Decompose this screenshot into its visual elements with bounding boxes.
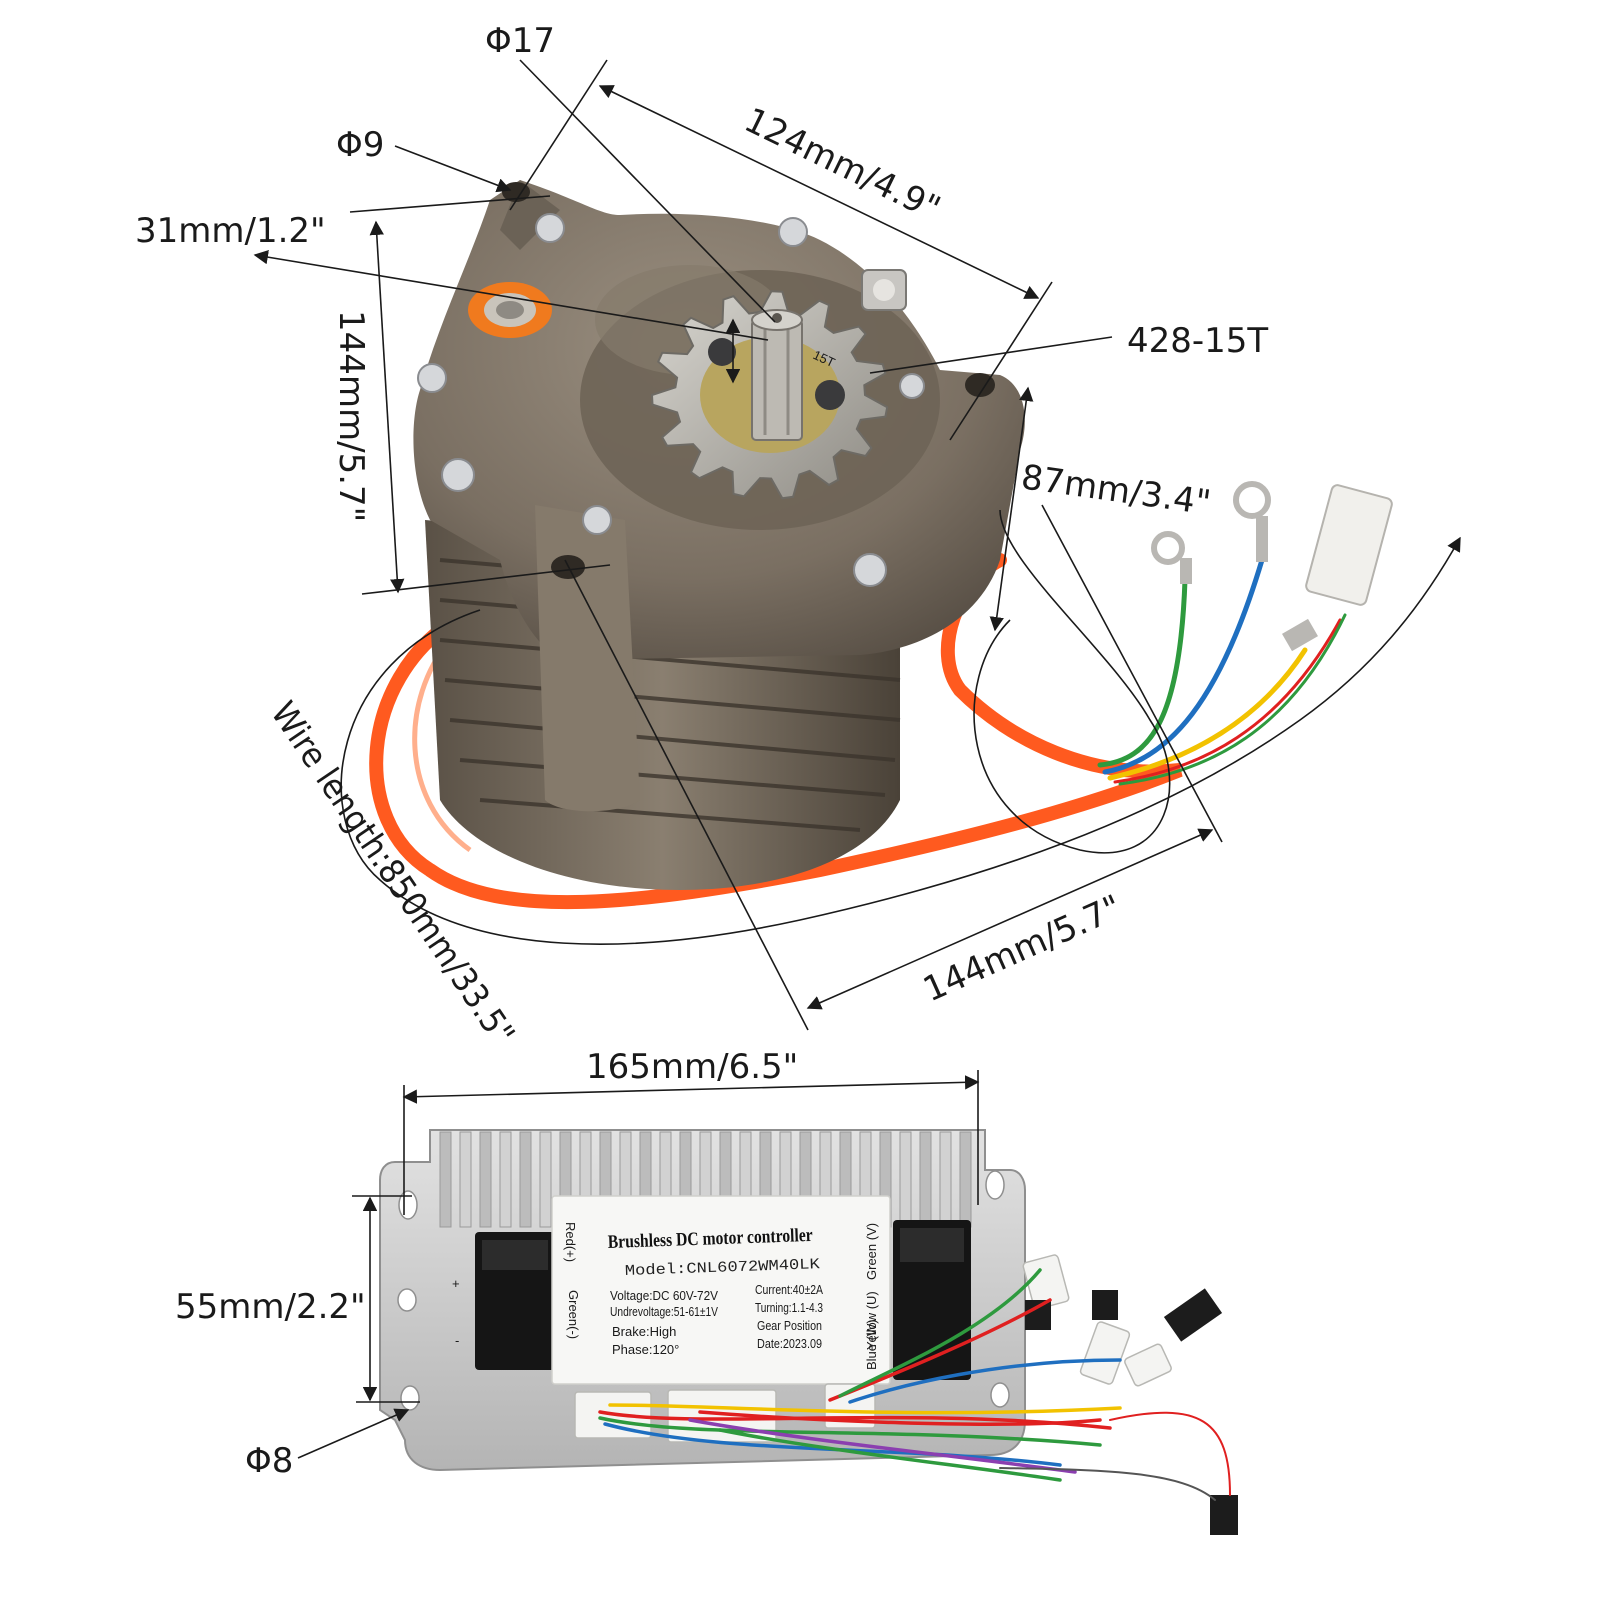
ext-line-bottom-hole xyxy=(361,564,611,595)
ext-line-31-top xyxy=(349,195,551,213)
wire-length-curve xyxy=(340,536,1461,945)
spec-turning: Turning:1.1-4.3 xyxy=(755,1300,823,1315)
label-blue-w: Blue (W) xyxy=(864,1319,879,1370)
label-width-bottom: 144mm/5.7" xyxy=(917,887,1127,1010)
controller: + - Brushless DC motor controller Model:… xyxy=(379,1129,1238,1535)
label-controller-length: 165mm/6.5" xyxy=(586,1047,798,1087)
dim-line-height xyxy=(369,220,405,594)
label-depth: 87mm/3.4" xyxy=(1019,457,1213,523)
label-offset: 31mm/1.2" xyxy=(135,211,326,251)
spec-undervoltage: Undrevoltage:51-61±1V xyxy=(610,1304,718,1319)
spec-date: Date:2023.09 xyxy=(757,1336,822,1351)
controller-wires xyxy=(598,1268,1231,1501)
bolt-icon xyxy=(441,458,475,492)
spec-brake: Brake:High xyxy=(612,1324,676,1339)
label-hole-spacing: 55mm/2.2" xyxy=(175,1287,366,1327)
dimension-lines xyxy=(253,59,1461,1459)
label-red-plus: Red(+) xyxy=(563,1222,578,1262)
ext-line-right xyxy=(949,281,1053,441)
label-width-top: 124mm/4.9" xyxy=(738,100,946,229)
heatsink-fin xyxy=(899,1131,912,1228)
ring-terminal-icon xyxy=(1233,481,1271,519)
bolt-icon xyxy=(535,213,565,243)
label-shaft-dia: Φ17 xyxy=(485,21,555,61)
svg-text:-: - xyxy=(455,1333,459,1348)
hall-connector xyxy=(861,269,907,311)
bolt-icon xyxy=(853,553,887,587)
bolt-icon xyxy=(778,217,808,247)
spec-gear: Gear Position xyxy=(757,1318,822,1333)
controller-model: Model:CNL6072WM40LK xyxy=(625,1256,820,1280)
mount-hole-icon xyxy=(400,1385,420,1411)
ring-terminal-icon xyxy=(1151,531,1185,565)
leader-ctrl-hole xyxy=(297,1408,410,1459)
heatsink-fin xyxy=(919,1131,932,1228)
output-shaft xyxy=(751,309,803,441)
mounting-leg xyxy=(535,505,640,812)
connector-plug-icon xyxy=(1305,484,1393,606)
dim-line-31 xyxy=(253,250,769,341)
spec-phase: Phase:120° xyxy=(612,1342,679,1357)
heatsink-fin xyxy=(939,1131,952,1228)
dim-line-124 xyxy=(598,85,1040,299)
mount-hole-icon xyxy=(985,1170,1005,1200)
controller-label-sticker xyxy=(551,1195,891,1385)
dim-line-87 xyxy=(989,386,1034,632)
mount-hole-right xyxy=(965,373,995,397)
dim-line-controller-length xyxy=(402,1075,980,1104)
label-hole-dia-top: Φ9 xyxy=(336,125,384,165)
label-yellow-u: Yellow (U) xyxy=(864,1291,879,1350)
black-plugs xyxy=(1025,1288,1238,1535)
spec-voltage: Voltage:DC 60V-72V xyxy=(610,1288,718,1303)
heatsink-fin xyxy=(479,1131,492,1228)
heatsink-fin xyxy=(959,1131,972,1228)
ext-line-bottom-left xyxy=(564,559,809,1031)
leader-hole-top xyxy=(394,145,512,193)
ext-line-top xyxy=(509,59,608,211)
label-green-minus: Green(-) xyxy=(566,1290,581,1339)
bolt-icon xyxy=(417,363,447,393)
heatsink-fin xyxy=(519,1131,532,1228)
heatsink-fin xyxy=(439,1131,452,1228)
leader-sprocket xyxy=(869,336,1113,374)
spec-current: Current:40±2A xyxy=(755,1282,823,1297)
svg-text:+: + xyxy=(452,1276,460,1291)
motor: 15T xyxy=(369,180,1393,910)
label-green-v: Green (V) xyxy=(864,1223,879,1280)
wire-terminals xyxy=(1151,481,1393,652)
bolt-icon xyxy=(899,373,925,399)
sprocket-bolt-icon xyxy=(815,380,845,410)
phase-wires xyxy=(1097,557,1347,786)
sprocket-bolt-icon xyxy=(708,338,736,366)
bolt-icon xyxy=(582,505,612,535)
heatsink-fin xyxy=(499,1131,512,1228)
dim-line-width-bottom xyxy=(806,828,1214,1010)
label-sprocket: 428-15T xyxy=(1127,321,1268,361)
mount-hole-icon xyxy=(397,1288,417,1312)
heatsink-fins xyxy=(439,1131,972,1228)
label-ctrl-hole-dia: Φ8 xyxy=(245,1441,293,1481)
mount-hole-icon xyxy=(990,1382,1010,1408)
heatsink-fin xyxy=(539,1131,552,1228)
heatsink-fin xyxy=(459,1131,472,1228)
label-height: 144mm/5.7" xyxy=(331,310,371,522)
